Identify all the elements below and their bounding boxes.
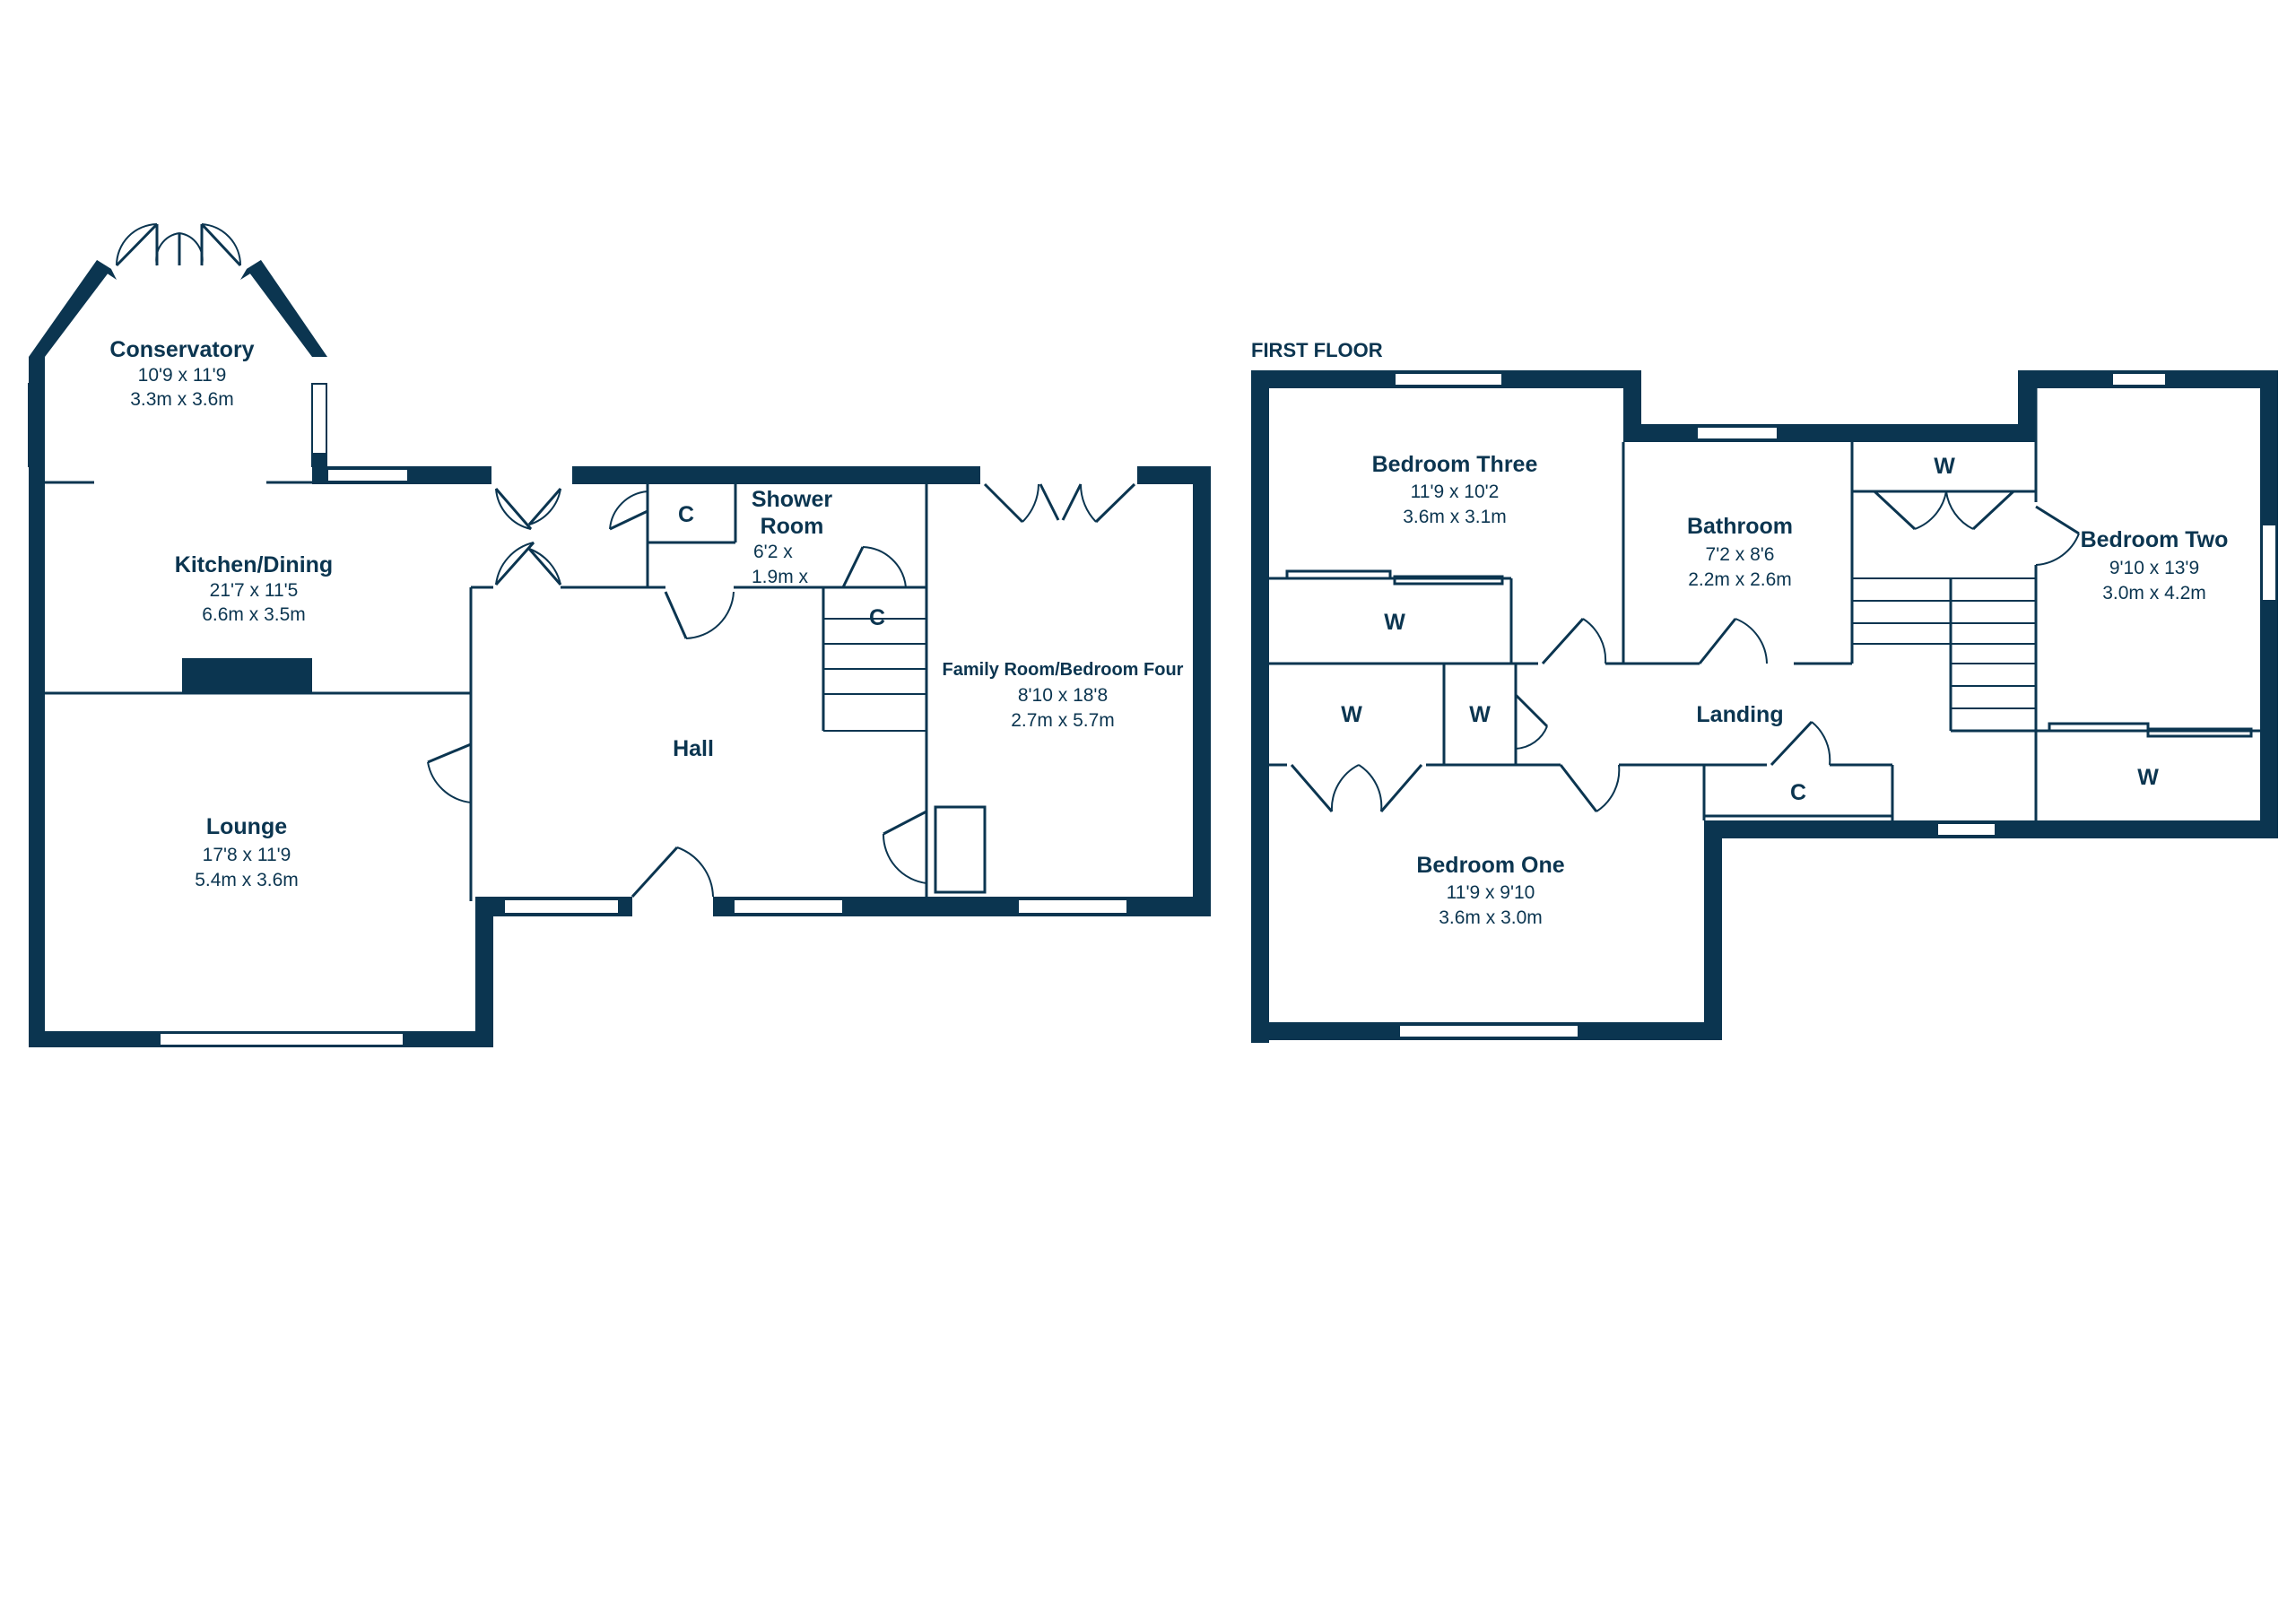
landing-name: Landing xyxy=(1696,702,1783,727)
first-floor: FIRST FLOOR xyxy=(1251,339,2278,1043)
bedroom-two-imperial: 9'10 x 13'9 xyxy=(2109,558,2199,578)
room-family: Family Room/Bedroom Four 8'10 x 18'8 2.7… xyxy=(943,660,1184,731)
ff-cupboard-label: C xyxy=(1790,780,1806,805)
room-lounge: Lounge 17'8 x 11'9 5.4m x 3.6m xyxy=(195,814,299,890)
wardrobe-label-5: W xyxy=(2137,765,2159,790)
bathroom-imperial: 7'2 x 8'6 xyxy=(1706,544,1775,565)
bedroom-three-imperial: 11'9 x 10'2 xyxy=(1411,482,1500,502)
conservatory-imperial: 10'9 x 11'9 xyxy=(138,365,227,386)
bathroom-metric: 2.2m x 2.6m xyxy=(1688,569,1792,590)
wardrobe-label-1: W xyxy=(1384,610,1405,635)
lounge-metric: 5.4m x 3.6m xyxy=(195,870,299,890)
cupboard-label-1: C xyxy=(678,502,694,527)
room-kitchen-dining: Kitchen/Dining 21'7 x 11'5 6.6m x 3.5m xyxy=(175,552,333,625)
kitchen-imperial: 21'7 x 11'5 xyxy=(210,580,299,601)
wardrobe-label-3: W xyxy=(1469,702,1491,727)
bedroom-two-metric: 3.0m x 4.2m xyxy=(2102,583,2206,603)
room-bedroom-one: Bedroom One 11'9 x 9'10 3.6m x 3.0m xyxy=(1416,853,1564,928)
room-bedroom-three: Bedroom Three 11'9 x 10'2 3.6m x 3.1m xyxy=(1372,452,1538,527)
conservatory-name: Conservatory xyxy=(109,337,254,362)
wardrobe-label-4: W xyxy=(1934,454,1955,479)
ff-right-wall xyxy=(2260,370,2278,837)
ground-doors xyxy=(427,488,987,898)
ff-left-wall xyxy=(1251,370,1269,1043)
ground-left-wall xyxy=(29,357,45,1047)
bedroom-three-metric: 3.6m x 3.1m xyxy=(1403,507,1507,527)
lounge-imperial: 17'8 x 11'9 xyxy=(203,845,291,865)
shower-imperial: 6'2 x xyxy=(753,542,793,562)
room-bedroom-two: Bedroom Two 9'10 x 13'9 3.0m x 4.2m xyxy=(2081,527,2229,603)
conservatory-metric: 3.3m x 3.6m xyxy=(130,389,234,410)
bedroom-one-name: Bedroom One xyxy=(1416,853,1564,878)
room-bathroom: Bathroom 7'2 x 8'6 2.2m x 2.6m xyxy=(1687,514,1793,590)
ff-stairs xyxy=(1852,577,2036,709)
shower-metric: 1.9m x xyxy=(752,567,809,587)
ground-stairs xyxy=(823,618,926,732)
hall-name: Hall xyxy=(673,736,714,761)
ff-top-wall-mid xyxy=(1623,424,2027,442)
fireplace xyxy=(182,658,312,694)
ff-bottom-wall-right xyxy=(1718,820,2278,838)
kitchen-metric: 6.6m x 3.5m xyxy=(202,604,306,625)
bathroom-name: Bathroom xyxy=(1687,514,1793,539)
bedroom-three-name: Bedroom Three xyxy=(1372,452,1538,477)
kitchen-name: Kitchen/Dining xyxy=(175,552,333,577)
hall-top-wall xyxy=(572,466,980,484)
bedroom-two-name: Bedroom Two xyxy=(2081,527,2229,552)
room-conservatory: Conservatory 10'9 x 11'9 3.3m x 3.6m xyxy=(109,337,254,410)
family-name: Family Room/Bedroom Four xyxy=(943,660,1184,680)
lounge-name: Lounge xyxy=(206,814,287,839)
cupboard-label-2: C xyxy=(869,605,885,630)
shower-name-2: Room xyxy=(761,514,824,539)
ground-floor: Conservatory 10'9 x 11'9 3.3m x 3.6m Kit… xyxy=(28,222,1211,1047)
bedroom-one-metric: 3.6m x 3.0m xyxy=(1439,907,1543,928)
room-shower: Shower Room 6'2 x 1.9m x xyxy=(752,487,833,587)
ground-internal-walls xyxy=(45,481,928,901)
family-metric: 2.7m x 5.7m xyxy=(1011,710,1115,731)
wardrobe-label-2: W xyxy=(1341,702,1362,727)
family-imperial: 8'10 x 18'8 xyxy=(1018,685,1108,706)
shower-name-1: Shower xyxy=(752,487,833,512)
conservatory-walls xyxy=(28,222,327,467)
bedroom-one-imperial: 11'9 x 9'10 xyxy=(1447,882,1535,903)
first-floor-title: FIRST FLOOR xyxy=(1251,339,1383,361)
ff-doors xyxy=(1290,490,2080,812)
